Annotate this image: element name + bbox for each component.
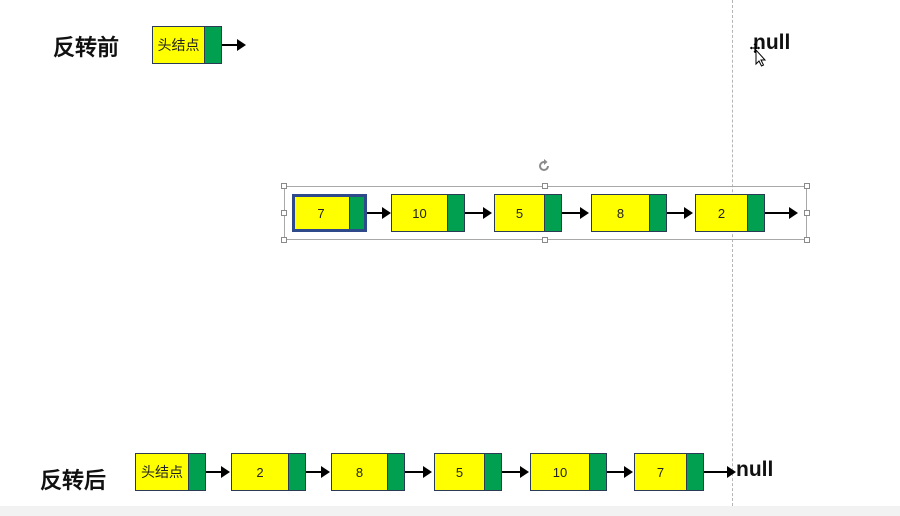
arrow-icon (667, 207, 693, 219)
node-value: 10 (552, 464, 568, 480)
bottom-strip (0, 506, 900, 516)
rotate-icon[interactable] (537, 159, 551, 173)
selection-handle-tl[interactable] (281, 183, 287, 189)
arrow-icon (465, 207, 492, 219)
arrow-icon (502, 466, 529, 478)
selection-handle-bl[interactable] (281, 237, 287, 243)
pointer-cell (188, 454, 205, 490)
selection-handle-bm[interactable] (542, 237, 548, 243)
pointer-cell (387, 454, 404, 490)
node-before-3[interactable]: 5 (494, 194, 562, 232)
null-top: null (753, 31, 791, 54)
selection-handle-br[interactable] (804, 237, 810, 243)
node-after-4[interactable]: 10 (530, 453, 607, 491)
pointer-cell (447, 195, 464, 231)
arrow-icon (306, 466, 330, 478)
arrow-icon (765, 207, 798, 219)
node-value: 7 (656, 464, 665, 480)
node-value: 10 (412, 205, 427, 221)
selection-handle-tm[interactable] (542, 183, 548, 189)
node-value: 8 (616, 205, 625, 221)
pointer-cell (204, 27, 221, 63)
pointer-cell (349, 195, 366, 231)
head-node-label: 头结点 (157, 37, 200, 53)
pointer-cell (589, 454, 606, 490)
node-value: 5 (455, 464, 464, 480)
node-after-3[interactable]: 5 (434, 453, 502, 491)
pointer-cell (544, 195, 561, 231)
arrow-icon (562, 207, 589, 219)
node-value: 5 (515, 205, 524, 221)
node-after-2[interactable]: 8 (331, 453, 405, 491)
selection-handle-ml[interactable] (281, 210, 287, 216)
pointer-cell (649, 195, 666, 231)
arrow-icon (405, 466, 432, 478)
null-bottom: null (736, 458, 774, 481)
node-before-4[interactable]: 8 (591, 194, 667, 232)
guide-line (732, 0, 733, 516)
node-after-1[interactable]: 2 (231, 453, 306, 491)
node-value: 2 (256, 464, 264, 480)
head-node-label: 头结点 (141, 464, 183, 480)
pointer-cell (484, 454, 501, 490)
node-before-1[interactable]: 7 (292, 194, 367, 232)
node-before-2[interactable]: 10 (391, 194, 465, 232)
label-before: 反转前 (53, 36, 120, 61)
node-value: 2 (717, 205, 726, 221)
node-value: 8 (355, 464, 364, 480)
pointer-cell (686, 454, 703, 490)
selection-handle-mr[interactable] (804, 210, 810, 216)
pointer-cell (288, 454, 305, 490)
arrow-icon (206, 466, 230, 478)
pointer-cell (747, 195, 764, 231)
arrow-icon (367, 207, 391, 219)
arrow-icon (222, 39, 246, 51)
arrow-icon (607, 466, 633, 478)
head-node-bottom[interactable]: 头结点 (135, 453, 206, 491)
arrow-icon (704, 466, 736, 478)
node-before-5[interactable]: 2 (695, 194, 765, 232)
move-cursor-icon (750, 43, 767, 67)
node-after-5[interactable]: 7 (634, 453, 704, 491)
head-node-top[interactable]: 头结点 (152, 26, 222, 64)
label-after: 反转后 (40, 469, 107, 494)
selection-handle-tr[interactable] (804, 183, 810, 189)
node-value: 7 (317, 205, 325, 221)
